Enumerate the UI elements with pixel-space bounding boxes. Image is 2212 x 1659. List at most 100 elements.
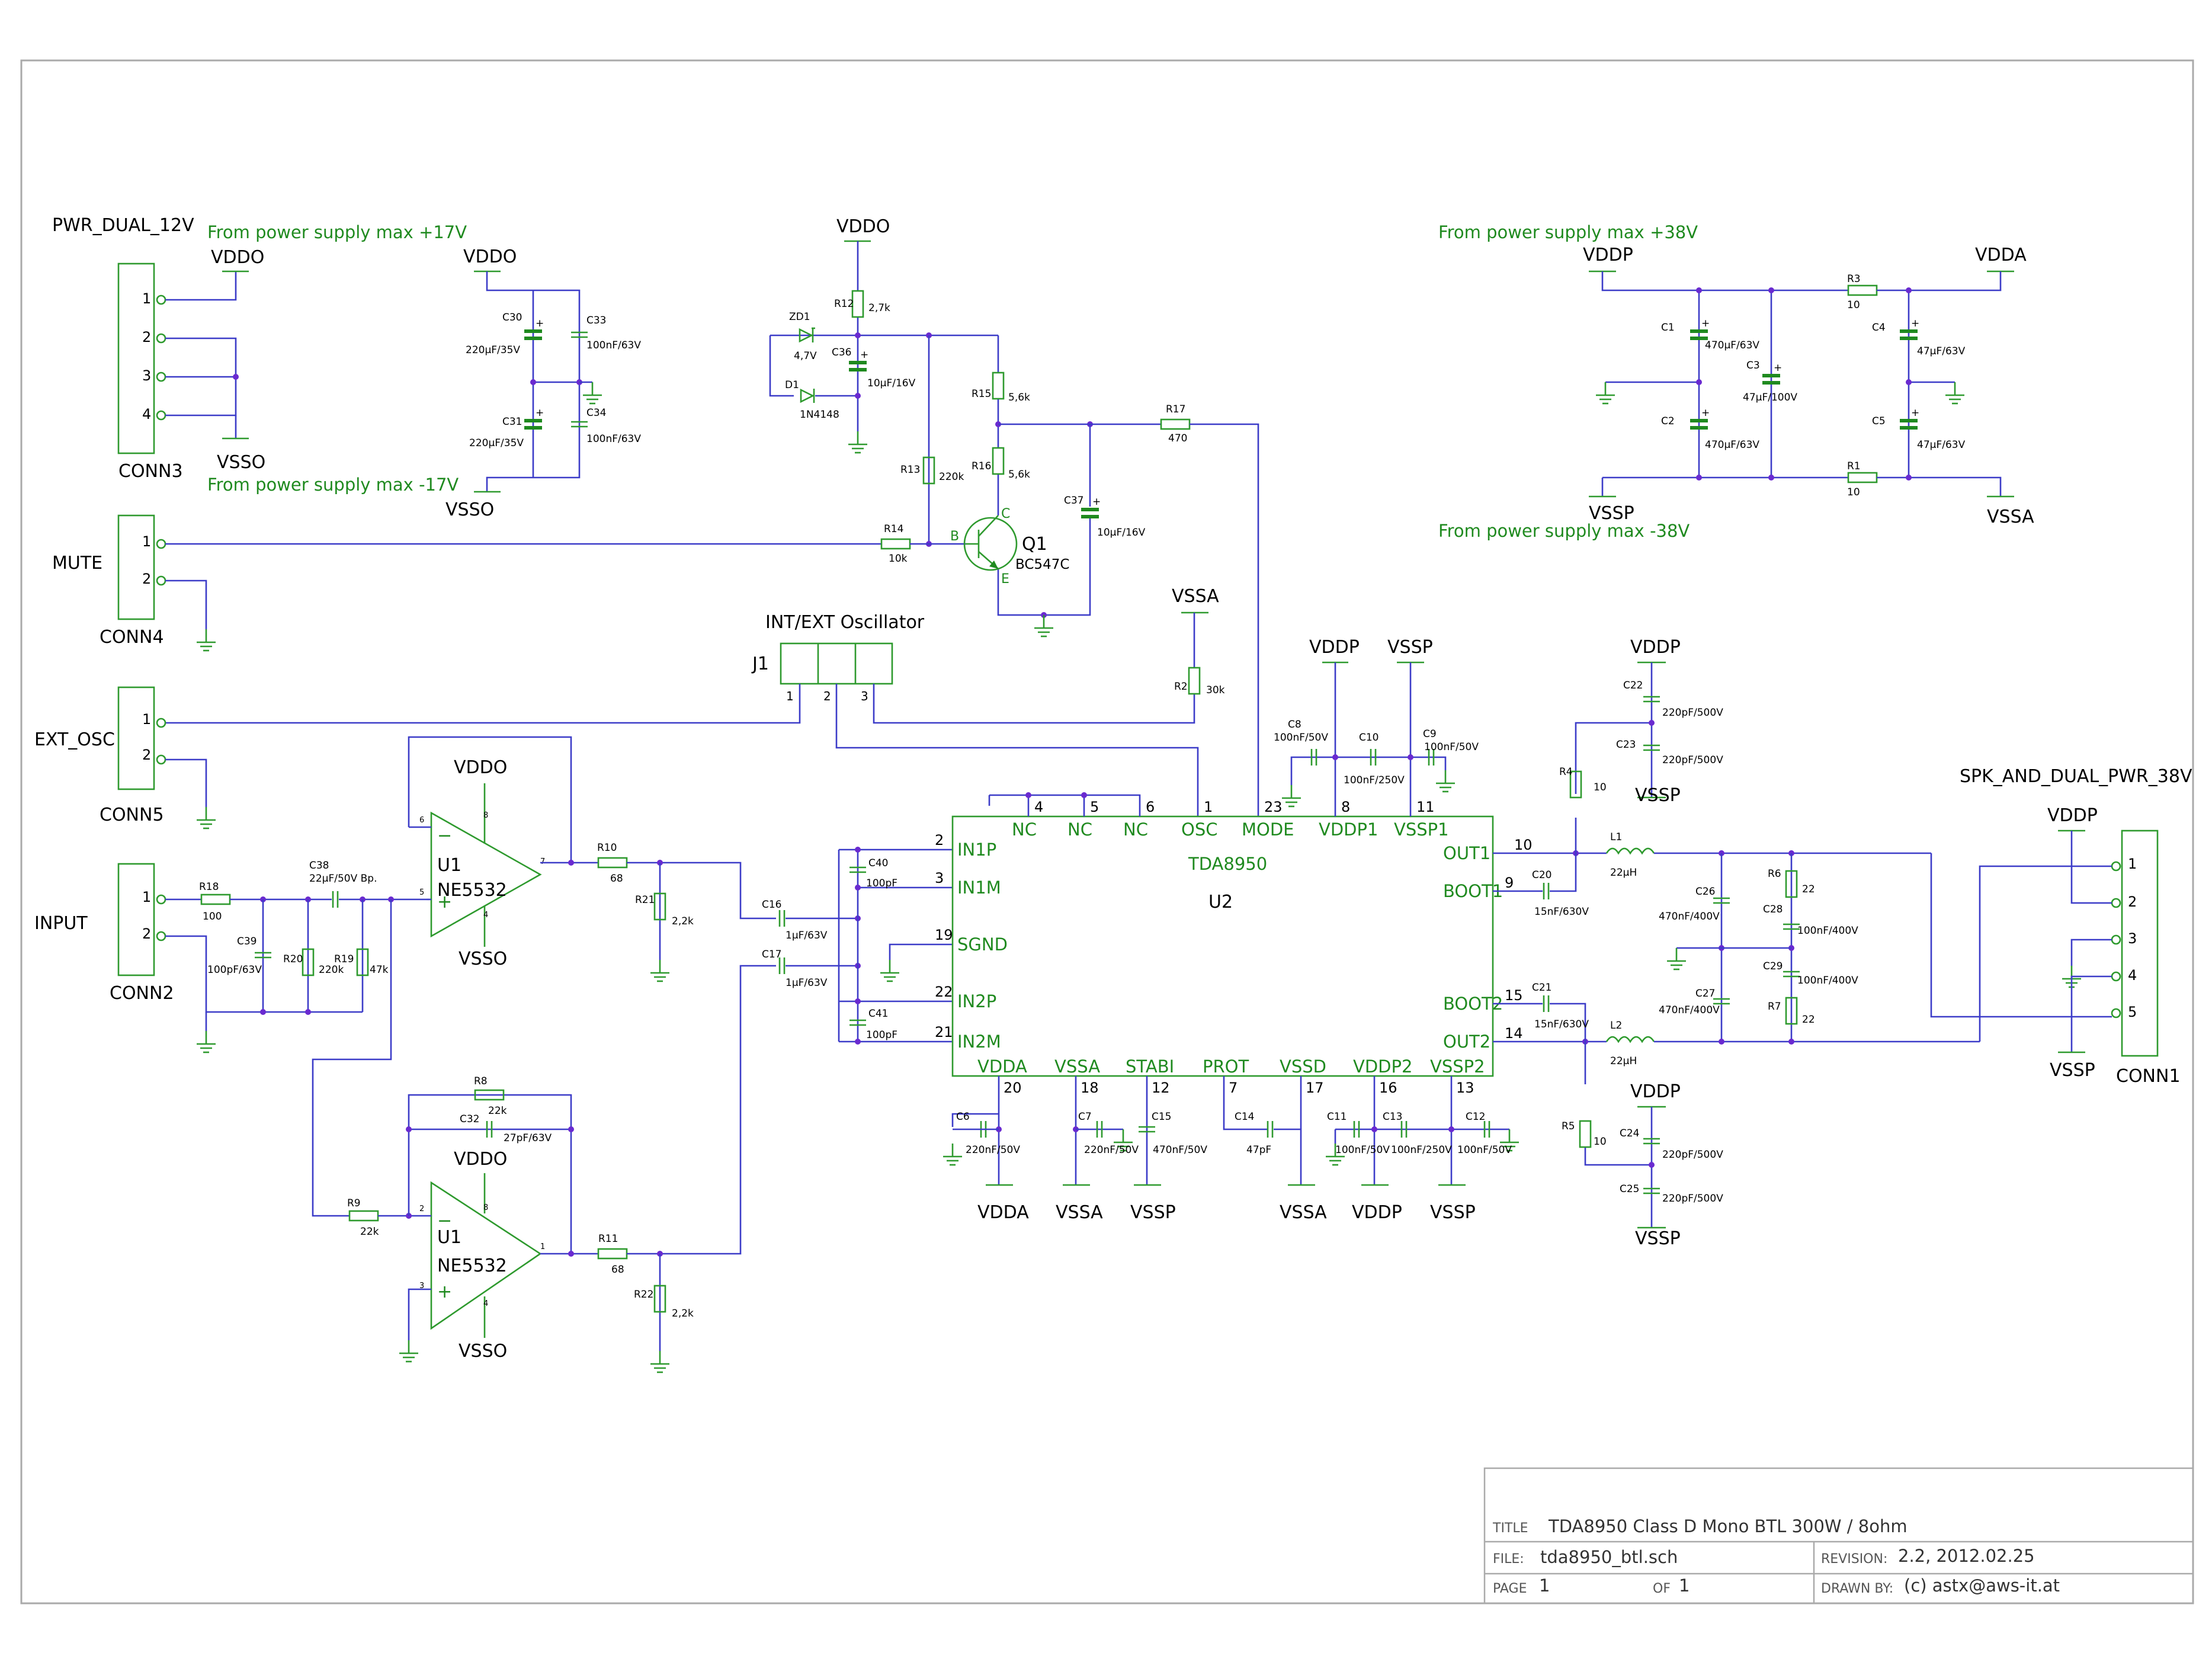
svg-text:INT/EXT Oscillator: INT/EXT Oscillator: [765, 612, 925, 633]
svg-text:15nF/630V: 15nF/630V: [1534, 906, 1589, 918]
svg-text:5: 5: [2128, 1004, 2137, 1020]
svg-text:C23: C23: [1616, 739, 1636, 751]
svg-text:1: 1: [2128, 856, 2137, 872]
svg-text:VDDP: VDDP: [1309, 637, 1360, 658]
svg-text:C10: C10: [1359, 732, 1379, 744]
svg-text:100nF/63V: 100nF/63V: [586, 340, 641, 351]
ic-pin-name: IN1P: [957, 840, 996, 860]
svg-text:U1: U1: [437, 855, 461, 876]
svg-text:220µF/35V: 220µF/35V: [466, 344, 520, 356]
bottom-decoupling: C6 220nF/50V VDDA C7 220nF/50V VSSA C15 …: [942, 1076, 1520, 1223]
svg-text:220µF/35V: 220µF/35V: [469, 437, 524, 449]
svg-text:2,7k: 2,7k: [868, 302, 890, 314]
svg-text:VDDA: VDDA: [977, 1202, 1029, 1223]
svg-text:C26: C26: [1695, 886, 1716, 898]
svg-text:R14: R14: [884, 523, 903, 535]
svg-text:From power supply max -38V: From power supply max -38V: [1438, 521, 1690, 541]
svg-text:BC547C: BC547C: [1015, 557, 1069, 572]
ic-pin-name: VSSD: [1280, 1056, 1326, 1077]
svg-text:C25: C25: [1620, 1183, 1640, 1195]
svg-text:22µF/50V Bp.: 22µF/50V Bp.: [309, 873, 377, 885]
svg-text:220nF/50V: 220nF/50V: [966, 1144, 1020, 1156]
svg-text:68: 68: [611, 1264, 624, 1276]
svg-text:C21: C21: [1532, 982, 1552, 994]
svg-text:470: 470: [1168, 433, 1187, 444]
svg-text:VSSA: VSSA: [1172, 586, 1219, 607]
svg-text:CONN4: CONN4: [100, 627, 164, 648]
svg-text:C36: C36: [832, 347, 852, 358]
svg-text:100pF: 100pF: [866, 877, 897, 889]
svg-text:VDDP: VDDP: [1583, 245, 1633, 265]
ic-pin-name: PROT: [1203, 1056, 1249, 1077]
transistor-q1: B C E Q1 BC547C: [950, 507, 1069, 587]
svg-text:1: 1: [540, 1242, 545, 1251]
svg-text:470nF/400V: 470nF/400V: [1659, 1004, 1720, 1016]
svg-text:CONN2: CONN2: [110, 983, 174, 1004]
title-label: TITLE: [1492, 1521, 1528, 1536]
svg-text:C39: C39: [237, 936, 257, 947]
svg-text:8: 8: [483, 1203, 488, 1212]
svg-text:NE5532: NE5532: [437, 880, 507, 901]
svg-text:22: 22: [1802, 883, 1815, 895]
svg-text:From power supply max +38V: From power supply max +38V: [1438, 222, 1698, 242]
svg-text:10: 10: [1847, 486, 1860, 498]
svg-text:VSSP: VSSP: [1635, 785, 1681, 806]
svg-text:J1: J1: [751, 654, 769, 674]
note-plus17: From power supply max +17V: [207, 222, 467, 242]
ic-pin-name: VDDP1: [1319, 819, 1378, 840]
ic-pin-num: 3: [935, 870, 944, 886]
ic-pin-num: 23: [1264, 799, 1283, 815]
svg-text:R7: R7: [1768, 1001, 1781, 1013]
svg-text:22µH: 22µH: [1610, 1055, 1637, 1067]
svg-text:U1: U1: [437, 1227, 461, 1248]
svg-text:VSSP: VSSP: [1430, 1202, 1476, 1223]
svg-text:VDDA: VDDA: [1975, 245, 2027, 265]
svg-text:VSSA: VSSA: [1987, 507, 2034, 527]
svg-text:100nF/50V: 100nF/50V: [1424, 741, 1479, 753]
svg-text:MUTE: MUTE: [52, 553, 102, 574]
connector-conn3: PWR_DUAL_12V CONN3 1 2 3 4 VDDO VSSO: [52, 215, 265, 482]
nc-bus: [988, 792, 1141, 816]
svg-text:1: 1: [142, 711, 151, 728]
svg-text:1: 1: [142, 533, 151, 550]
svg-text:VDDO: VDDO: [836, 216, 890, 237]
svg-text:R4: R4: [1559, 766, 1573, 778]
svg-text:R20: R20: [283, 953, 303, 965]
svg-text:VSSP: VSSP: [1635, 1228, 1681, 1249]
svg-text:C37: C37: [1064, 495, 1084, 507]
ic-pin-num: 2: [935, 832, 944, 848]
page-border: [20, 59, 2194, 1604]
ic-pin-num: 5: [1090, 799, 1099, 815]
svg-text:R6: R6: [1768, 868, 1781, 880]
svg-text:15: 15: [1505, 987, 1523, 1004]
svg-text:100nF/400V: 100nF/400V: [1797, 975, 1858, 987]
svg-text:68: 68: [610, 873, 623, 885]
svg-text:C31: C31: [502, 416, 522, 428]
ic-pin-num: 18: [1081, 1080, 1099, 1096]
svg-text:4,7V: 4,7V: [794, 350, 817, 362]
svg-text:1µF/63V: 1µF/63V: [786, 930, 828, 941]
svg-text:2: 2: [142, 925, 151, 942]
svg-text:Q1: Q1: [1022, 534, 1047, 555]
svg-text:8: 8: [483, 811, 488, 820]
svg-text:10: 10: [1847, 299, 1860, 311]
svg-text:C29: C29: [1763, 960, 1783, 972]
ic-pin-num: 22: [935, 984, 953, 1000]
svg-text:C16: C16: [762, 899, 782, 911]
ic-pin-name: OUT2: [1443, 1032, 1490, 1052]
svg-text:1: 1: [142, 889, 151, 905]
title-block: TITLE TDA8950 Class D Mono BTL 300W / 8o…: [1483, 1467, 2194, 1604]
ic-pin-name: MODE: [1242, 819, 1294, 840]
svg-text:VSSO: VSSO: [445, 499, 494, 520]
connector-conn2: INPUT CONN2 1 2 R18 100 C38 22µF/50V Bp.…: [34, 860, 427, 1217]
ic-pin-name: VSSA: [1054, 1056, 1100, 1077]
svg-text:220pF/500V: 220pF/500V: [1662, 1193, 1723, 1205]
svg-text:−: −: [437, 825, 452, 846]
svg-text:10µF/16V: 10µF/16V: [1097, 527, 1146, 539]
svg-text:C11: C11: [1327, 1111, 1347, 1123]
svg-text:47k: 47k: [370, 964, 389, 976]
svg-text:VSSA: VSSA: [1056, 1202, 1103, 1223]
svg-text:SPK_AND_DUAL_PWR_38V: SPK_AND_DUAL_PWR_38V: [1960, 766, 2192, 787]
svg-text:C34: C34: [586, 407, 607, 419]
